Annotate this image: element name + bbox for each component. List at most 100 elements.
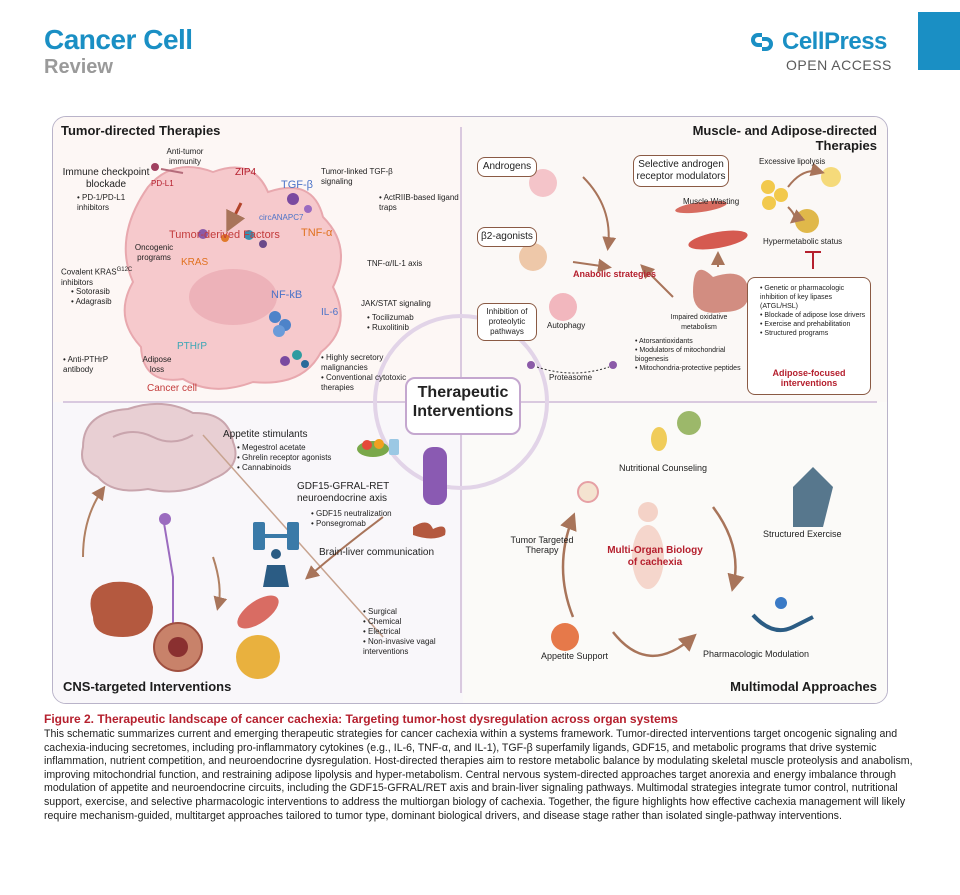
q2-title: Muscle- and Adipose-directed Therapies xyxy=(692,123,877,153)
appetite-item: Cannabinoids xyxy=(237,463,331,473)
mito-item: Mitochondria-protective peptides xyxy=(635,364,745,373)
kras-label: KRAS xyxy=(181,257,209,268)
gdf-item: Ponsegromab xyxy=(311,519,392,529)
actriib-label: • ActRIIB-based ligand traps xyxy=(379,193,459,212)
food-bowl-svg xyxy=(357,439,399,457)
cellpress-logo-icon xyxy=(751,33,773,51)
secretory-list: Highly secretory malignancies Convention… xyxy=(311,353,421,393)
mito-item: Modulators of mitochondrial biogenesis xyxy=(635,346,745,364)
body-silhouette xyxy=(632,525,664,589)
tnf-axis-label: TNF-α/IL-1 axis xyxy=(367,259,423,268)
tgfb-signal-label: Tumor-linked TGF-β signaling xyxy=(321,167,393,186)
kras-title-text2: inhibitors xyxy=(61,277,94,287)
adipose-item: Genetic or pharmacologic inhibition of k… xyxy=(760,284,866,311)
kras-item: Sotorasib xyxy=(71,287,112,297)
adipose-loss-label: Adipose loss xyxy=(142,355,172,374)
nutrition-label: Nutritional Counseling xyxy=(619,463,708,473)
figure-caption-body: This schematic summarizes current and em… xyxy=(44,728,913,822)
muscle-wasting-label: Muscle Wasting xyxy=(683,197,740,206)
mito-list: Atorsantioxidants Modulators of mitochon… xyxy=(625,337,745,373)
kras-title-text: Covalent KRAS xyxy=(61,267,117,277)
q1-title: Tumor-directed Therapies xyxy=(61,123,221,138)
vagal-list: Surgical Chemical Electrical Non-invasiv… xyxy=(353,607,467,657)
il6-label: IL-6 xyxy=(321,307,339,318)
gdf-list: GDF15 neutralization Ponsegromab xyxy=(301,509,392,529)
anti-pthrp-label: • Anti-PTHrP antibody xyxy=(63,355,108,374)
adipose-list: Genetic or pharmacologic inhibition of k… xyxy=(750,284,866,338)
kras-title: Covalent KRASG12C inhibitors xyxy=(61,265,145,288)
appetite-support-label: Appetite Support xyxy=(541,651,609,661)
autophagy-label: Autophagy xyxy=(547,321,586,330)
pharma-label: Pharmacologic Modulation xyxy=(703,649,810,659)
nucleus-shape xyxy=(189,269,277,325)
factors-label: Tumor-derived Factors xyxy=(169,229,280,241)
appetite-item: Megestrol acetate xyxy=(237,443,331,453)
appetite-list: Megestrol acetate Ghrelin receptor agoni… xyxy=(227,443,331,473)
nfkb-label: NF-kB xyxy=(271,289,303,301)
checkpoint-list: PD-1/PD-L1 inhibitors xyxy=(67,193,157,213)
checkpoint-title: Immune checkpoint blockade xyxy=(62,167,150,190)
vagal-item: Chemical xyxy=(363,617,467,627)
zip4-label: ZIP4 xyxy=(235,167,257,178)
jak-list: Tocilizumab Ruxolitinib xyxy=(357,313,414,333)
jak-item: Tocilizumab xyxy=(367,313,414,323)
hypermetabolic-label: Hypermetabolic status xyxy=(763,237,843,246)
b2-pill: β2-agonists xyxy=(477,227,537,247)
anti-pthrp-text: Anti-PTHrP antibody xyxy=(63,355,108,374)
anti-tumor-label: Anti-tumor immunity xyxy=(166,147,204,166)
vagal-item: Electrical xyxy=(363,627,467,637)
vagal-item: Non-invasive vagal interventions xyxy=(363,637,467,657)
kras-list: Sotorasib Adagrasib xyxy=(61,287,112,307)
oncogenic-label: Oncogenic programs xyxy=(134,243,174,262)
appetite-label: Appetite stimulants xyxy=(223,429,308,440)
proteolytic-pill: Inhibition of proteolytic pathways xyxy=(477,303,537,341)
sarm-pill: Selective androgen receptor modulators xyxy=(633,155,729,187)
gdf-title: GDF15-GFRAL-RET neuroendocrine axis xyxy=(297,481,390,504)
corner-tab xyxy=(918,12,960,70)
tumor-therapy-label: Tumor Targeted Therapy xyxy=(510,535,574,555)
kras-item: Adagrasib xyxy=(71,297,112,307)
food-bowl-icon xyxy=(353,435,403,457)
pthrp-label: PTHrP xyxy=(177,341,207,352)
circ-label: circANAPC7 xyxy=(259,213,304,222)
open-access-label: OPEN ACCESS xyxy=(786,57,892,73)
vagal-item: Surgical xyxy=(363,607,467,617)
center-label: Therapeutic Interventions xyxy=(405,377,521,435)
section-label: Review xyxy=(44,56,113,78)
lipolysis-label: Excessive lipolysis xyxy=(759,157,826,166)
publisher-logo[interactable]: CellPress xyxy=(748,28,887,56)
jak-label: JAK/STAT signaling xyxy=(361,299,431,308)
adipose-item: Structured programs xyxy=(760,329,866,338)
brain-liver-label: Brain-liver communication xyxy=(319,547,435,558)
actriib-text: ActRIIB-based ligand traps xyxy=(379,193,459,212)
tgfb-label: TGF-β xyxy=(281,179,313,191)
cancer-cell-label: Cancer cell xyxy=(147,383,198,394)
tnfa-label: TNF-α xyxy=(301,227,333,239)
brain-shape xyxy=(81,402,237,493)
cytotoxic-item: Conventional cytotoxic therapies xyxy=(321,373,421,393)
kras-superscript: G12C xyxy=(116,267,133,273)
androgens-pill: Androgens xyxy=(477,157,537,177)
pdl1-label: PD-L1 xyxy=(151,179,174,188)
journal-title: Cancer Cell xyxy=(44,24,193,55)
figure-panel: Therapeutic Interventions Tumor-directed… xyxy=(52,116,888,704)
anabolic-label: Anabolic strategies xyxy=(573,269,657,279)
q4-title: Multimodal Approaches xyxy=(730,679,877,694)
adipose-item: Blockade of adipose lose drivers xyxy=(760,311,866,320)
mito-item: Atorsantioxidants xyxy=(635,337,745,346)
multi-organ-label: Multi-Organ Biology of cachexia xyxy=(607,545,703,568)
gdf15-organ-shape xyxy=(423,447,447,505)
q3-title: CNS-targeted Interventions xyxy=(63,679,232,694)
gdf-item: GDF15 neutralization xyxy=(311,509,392,519)
adipose-label: Adipose-focused interventions xyxy=(772,368,846,388)
jak-item: Ruxolitinib xyxy=(367,323,414,333)
secretory-item: Highly secretory malignancies xyxy=(321,353,421,373)
appetite-item: Ghrelin receptor agonists xyxy=(237,453,331,463)
proteasome-label: Proteasome xyxy=(549,373,593,382)
figure-caption-title: Figure 2. Therapeutic landscape of cance… xyxy=(44,712,678,726)
publisher-name: CellPress xyxy=(782,28,887,55)
exercise-label: Structured Exercise xyxy=(763,529,842,539)
adipose-item: Exercise and prehabilitation xyxy=(760,320,866,329)
adipose-box: Genetic or pharmacologic inhibition of k… xyxy=(747,277,871,395)
impaired-label: Impaired oxidative metabolism xyxy=(670,314,728,331)
